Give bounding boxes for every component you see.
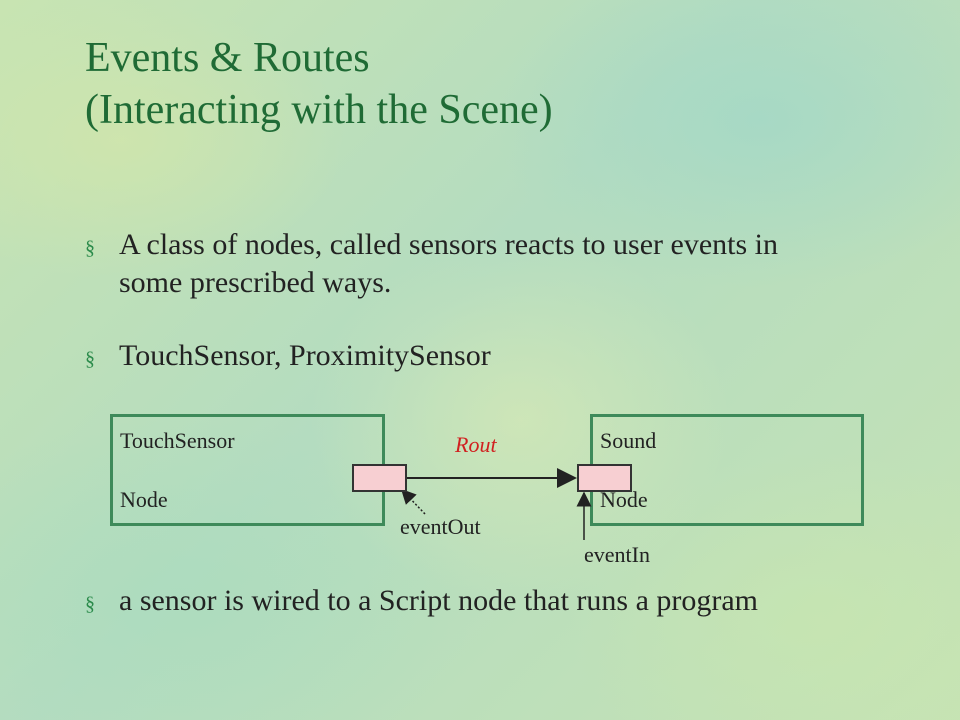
left-node-label-line-2: Node: [120, 487, 168, 512]
slide-title-line-1: Events & Routes: [85, 35, 370, 81]
bullet-marker-icon: §: [85, 593, 95, 615]
slide-title: Events & Routes (Interacting with the Sc…: [85, 32, 553, 136]
event-in-port: [577, 464, 632, 492]
bullet-text-3: a sensor is wired to a Script node that …: [119, 584, 759, 617]
left-node-label-line-1: TouchSensor: [120, 428, 235, 453]
bullet-marker-icon: §: [85, 348, 95, 370]
event-in-label: eventIn: [584, 542, 650, 567]
bullet-text-2: TouchSensor, ProximitySensor: [119, 339, 491, 372]
event-out-port: [352, 464, 407, 492]
bullet-item-1: § A class of nodes, called sensors react…: [85, 226, 825, 302]
bullet-item-3: § a sensor is wired to a Script node tha…: [85, 582, 885, 620]
right-node-label-line-1: Sound: [600, 428, 657, 453]
route-label: Rout: [455, 432, 497, 457]
bullet-item-2: § TouchSensor, ProximitySensor: [85, 337, 825, 375]
slide-title-line-2: (Interacting with the Scene): [85, 87, 553, 133]
bullet-marker-icon: §: [85, 237, 95, 259]
event-out-label: eventOut: [400, 514, 481, 539]
bullet-text-1: A class of nodes, called sensors reacts …: [119, 228, 778, 299]
event-out-pointer: [400, 488, 426, 515]
